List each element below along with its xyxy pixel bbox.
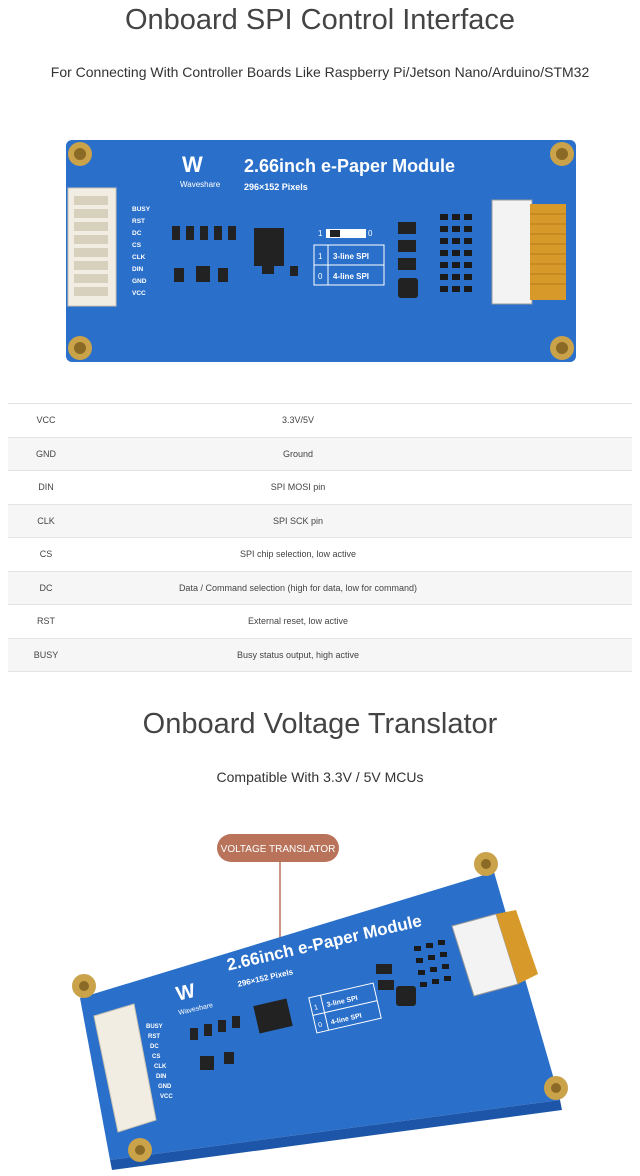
epaper-board-front-view: W Waveshare 2.66inch e-Paper Module 296×…: [0, 130, 640, 370]
svg-text:CS: CS: [152, 1054, 160, 1060]
brand-text: Waveshare: [180, 180, 221, 189]
screw-icon: [72, 852, 568, 1162]
pin-label: DC: [132, 230, 142, 237]
pin-name: CLK: [8, 503, 84, 538]
svg-text:1: 1: [314, 1004, 319, 1012]
svg-text:VOLTAGE TRANSLATOR: VOLTAGE TRANSLATOR: [221, 844, 336, 855]
pin-label: CLK: [132, 254, 146, 261]
svg-text:GND: GND: [158, 1084, 172, 1090]
pin-name: RST: [8, 604, 84, 638]
smd-components: [172, 222, 418, 298]
pin-header-connector: [93, 1003, 157, 1133]
pin-label: BUSY: [132, 206, 151, 213]
svg-text:0: 0: [318, 1022, 323, 1030]
voltage-translator-chip: [253, 998, 293, 1034]
section-subtitle-spi: For Connecting With Controller Boards Li…: [50, 64, 590, 80]
fpc-cable: [530, 204, 566, 300]
pcb: [66, 140, 576, 362]
pin-description: Ground: [84, 436, 632, 471]
pin-header-connector: [67, 187, 117, 307]
svg-text:DC: DC: [150, 1044, 159, 1050]
pin-name: DC: [8, 570, 84, 605]
board-illustration: W Waveshare 2.66inch e-Paper Module 296×…: [66, 140, 576, 362]
pin-description: SPI MOSI pin: [84, 470, 632, 504]
section-title-voltage: Onboard Voltage Translator: [142, 708, 498, 740]
pin-name: CS: [8, 537, 84, 571]
screw-icon: [68, 142, 574, 360]
spi-mode-legend: 1 3-line SPI 0 4-line SPI: [313, 244, 385, 286]
svg-text:0: 0: [318, 272, 323, 281]
svg-text:W: W: [174, 980, 197, 1006]
pin-description: Busy status output, high active: [84, 637, 632, 672]
pin-name: VCC: [8, 403, 84, 437]
svg-text:RST: RST: [148, 1034, 160, 1040]
svg-text:DIN: DIN: [156, 1074, 166, 1080]
board-perspective-illustration: VOLTAGE TRANSLATOR W Waveshare 2.66inch …: [72, 834, 568, 1170]
svg-text:CLK: CLK: [154, 1064, 167, 1070]
pin-description: 3.3V/5V: [84, 403, 632, 437]
section-subtitle-voltage: Compatible With 3.3V / 5V MCUs: [216, 769, 424, 785]
pin-description: SPI SCK pin: [84, 503, 632, 538]
pin-label: GND: [132, 278, 147, 285]
waveshare-logo: W Waveshare: [180, 152, 221, 189]
epaper-board-perspective-view: VOLTAGE TRANSLATOR W Waveshare 2.66inch …: [0, 820, 640, 1171]
section-title-spi: Onboard SPI Control Interface: [124, 4, 516, 36]
pin-name: GND: [8, 436, 84, 471]
module-name: 2.66inch e-Paper Module: [244, 156, 455, 176]
svg-text:0: 0: [368, 229, 373, 238]
pin-description: External reset, low active: [84, 604, 632, 638]
fpc-connector: [491, 199, 533, 305]
svg-text:BUSY: BUSY: [146, 1024, 163, 1030]
interface-jumper: 1 0: [318, 229, 373, 238]
svg-text:4-line SPI: 4-line SPI: [333, 272, 369, 281]
svg-text:3-line SPI: 3-line SPI: [333, 252, 369, 261]
svg-text:W: W: [182, 152, 203, 177]
module-resolution: 296×152 Pixels: [244, 182, 308, 192]
pin-label: CS: [132, 242, 142, 249]
pin-label: DIN: [132, 266, 144, 273]
pin-description: SPI chip selection, low active: [84, 537, 632, 571]
svg-text:1: 1: [318, 252, 323, 261]
pin-label: VCC: [132, 290, 146, 297]
pin-name: DIN: [8, 470, 84, 504]
pin-label: RST: [132, 218, 145, 225]
smd-components: [190, 964, 416, 1070]
svg-text:VCC: VCC: [160, 1094, 173, 1100]
pin-description: Data / Command selection (high for data,…: [84, 570, 632, 605]
fpc-cable: [496, 910, 538, 984]
pin-name: BUSY: [8, 637, 84, 672]
svg-text:1: 1: [318, 229, 323, 238]
